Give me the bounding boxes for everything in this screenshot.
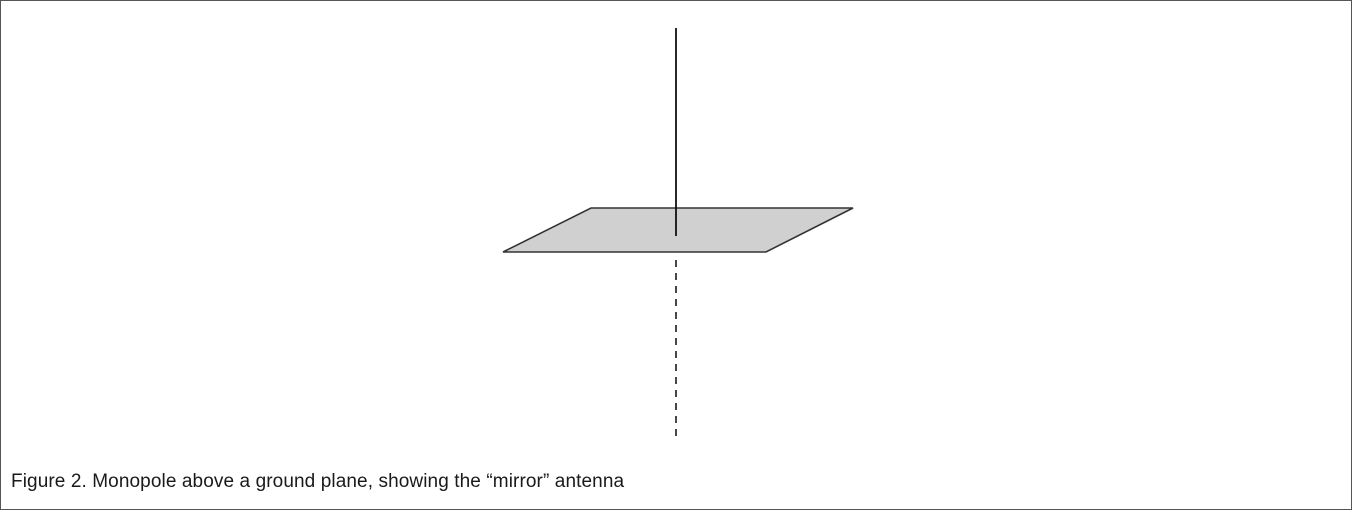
figure-caption: Figure 2. Monopole above a ground plane,… <box>11 471 625 492</box>
ground-plane <box>502 207 854 253</box>
